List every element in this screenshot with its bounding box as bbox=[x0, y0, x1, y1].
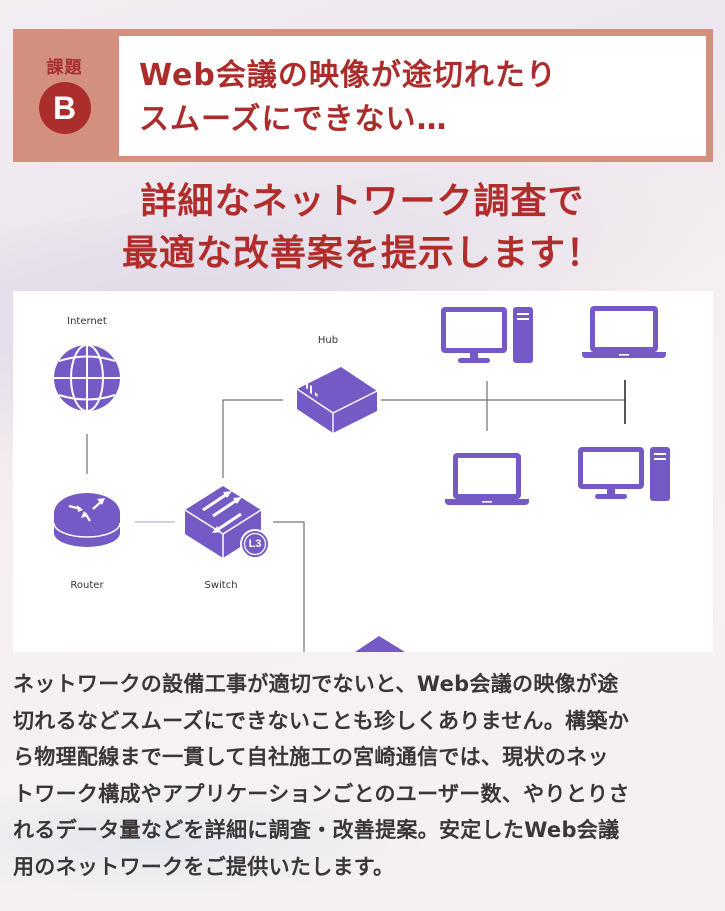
issue-label: 課題 bbox=[46, 58, 83, 78]
description-line-1: ネットワークの設備工事が適切でないと、Web会議の映像が途 bbox=[13, 672, 619, 696]
router-label: Router bbox=[70, 580, 104, 591]
issue-title-box: Web会議の映像が途切れたり スムーズにできない… bbox=[119, 36, 706, 156]
l3-badge bbox=[240, 529, 270, 559]
description-line-3: ら物理配線まで一貫して自社施工の宮崎通信では、現状のネッ bbox=[13, 745, 609, 769]
l3-badge-label: L3 bbox=[248, 538, 262, 550]
issue-title-line-1: Web会議の映像が途切れたり bbox=[139, 58, 557, 93]
internet-label: Internet bbox=[67, 316, 107, 327]
description: ネットワークの設備工事が適切でないと、Web会議の映像が途 切れるなどスムーズに… bbox=[13, 666, 718, 885]
laptop-icon bbox=[445, 453, 529, 505]
headline: 詳細なネットワーク調査で 最適な改善案を提示します！ bbox=[0, 176, 725, 280]
description-line-2: 切れるなどスムーズにできないことも珍しくありません。構築か bbox=[13, 708, 630, 733]
description-line-5: れるデータ量などを詳細に調査・改善提案。安定したWeb会議 bbox=[13, 818, 620, 842]
switch-icon bbox=[184, 486, 262, 558]
issue-header: 課題 B Web会議の映像が途切れたり スムーズにできない… bbox=[13, 29, 713, 162]
connection-lines bbox=[86, 380, 626, 652]
laptop-icon bbox=[582, 306, 666, 358]
issue-letter-badge: B bbox=[38, 82, 91, 134]
description-line-4: トワーク構成やアプリケーションごとのユーザー数、やりとりさ bbox=[13, 781, 630, 806]
issue-badge: 課題 B bbox=[13, 29, 116, 162]
issue-title-line-2: スムーズにできない… bbox=[139, 102, 448, 137]
network-diagram-graphic bbox=[53, 306, 670, 652]
headline-line-2: 最適な改善案を提示します！ bbox=[121, 233, 603, 274]
network-diagram: Internet Hub Router Switch L3 bbox=[13, 291, 713, 652]
desktop-computer-icon bbox=[578, 447, 670, 501]
hub-label: Hub bbox=[317, 335, 339, 346]
partial-node-icon bbox=[355, 636, 405, 652]
desktop-computer-icon bbox=[441, 307, 533, 363]
headline-line-1: 詳細なネットワーク調査で bbox=[140, 181, 585, 222]
description-line-6: 用のネットワークをご提供いたします。 bbox=[13, 854, 395, 879]
background-decoration bbox=[0, 780, 450, 900]
switch-label: Switch bbox=[204, 580, 238, 591]
hub-icon bbox=[296, 367, 378, 433]
globe-icon bbox=[54, 344, 120, 412]
router-icon bbox=[53, 493, 121, 547]
